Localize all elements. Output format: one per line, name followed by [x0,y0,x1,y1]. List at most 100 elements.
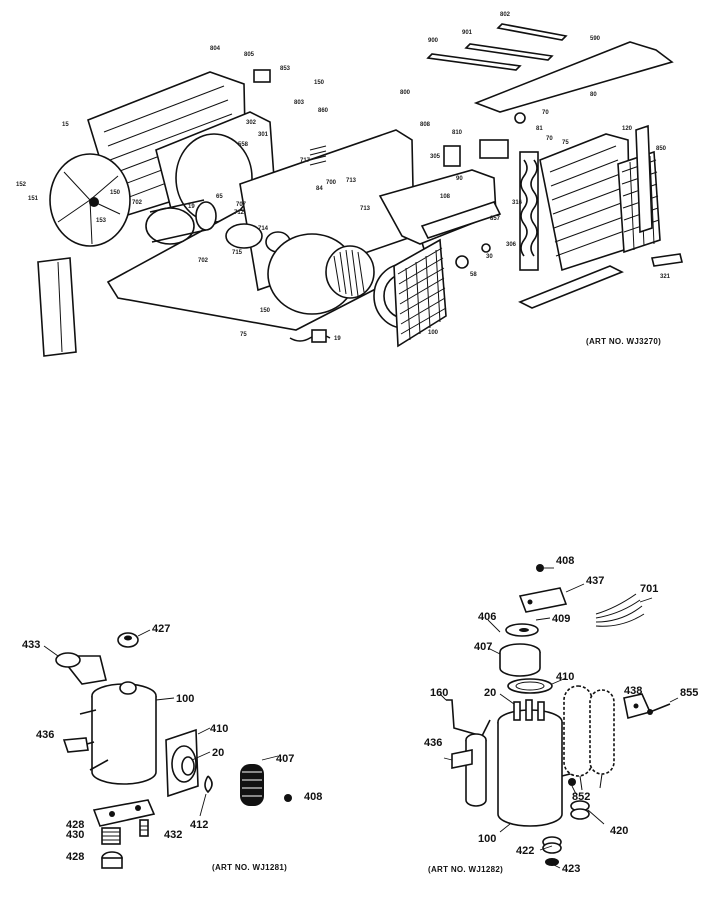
compressor-main [497,699,579,827]
grommet-427 [117,629,151,648]
art-number-left: (ART NO. WJ1281) [212,863,287,872]
side-bracket-right [635,124,653,234]
top-part-label: 800 [400,90,411,96]
top-part-label: 58 [470,272,477,278]
label-408-right: 408 [556,555,574,567]
leader-lines-right [439,567,653,869]
label-412: 412 [190,819,208,831]
clip-436 [62,737,89,753]
top-part-label: 808 [420,122,431,128]
partition-vent [309,145,327,166]
overload-protector-20 [181,751,211,776]
rail-901 [464,43,554,61]
art-number-right: (ART NO. WJ1282) [428,865,503,874]
top-part-label: 65 [216,194,223,200]
wire-harness-701 [595,593,645,627]
label-408: 408 [304,791,322,803]
terminal-cover-407 [499,643,541,677]
label-432: 432 [164,829,182,841]
top-part-label: 558 [238,142,249,148]
top-part-label: 702 [198,258,209,264]
top-part-label: 901 [462,30,473,36]
label-852: 852 [572,791,590,803]
label-407-right: 407 [474,641,492,653]
top-part-label: 714 [258,226,269,232]
leader-409 [535,617,551,621]
top-part-label: 713 [346,178,357,184]
label-855: 855 [680,687,698,699]
top-part-label: 302 [246,120,257,126]
top-part-label: 306 [506,242,517,248]
top-part-label: 713 [360,206,371,212]
insulation-block [479,139,509,159]
art-number-top: (ART NO. WJ3270) [586,337,661,346]
knob-50 [455,255,469,269]
label-428-plate: 428 [66,819,84,831]
compressor-shell [79,681,175,785]
blower-wheel [267,233,375,315]
drain-channel [518,265,624,309]
label-20: 20 [212,747,224,759]
top-part-label: 804 [210,46,221,52]
top-part-label: 19 [188,204,195,210]
top-part-label: 75 [562,140,569,146]
nut-423 [545,858,559,866]
capacitor-pair [563,685,615,791]
label-20-right: 20 [484,687,496,699]
label-410-right: 410 [556,671,574,683]
grommet-420 [570,800,590,820]
top-exploded-assembly: 8029019005908048058531508007080808803860… [16,12,683,357]
top-part-label: 860 [318,108,329,114]
top-part-label: 150 [260,308,271,314]
top-part-label: 81 [536,126,543,132]
top-part-label: 108 [440,194,451,200]
label-160: 160 [430,687,448,699]
top-part-label: 321 [660,274,671,280]
label-430: 430 [66,829,84,841]
top-part-label: 803 [294,100,305,106]
top-part-label: 805 [244,52,255,58]
accumulator-436 [451,733,487,807]
nut-852 [568,778,576,786]
label-436-right: 436 [424,737,442,749]
top-part-label: 853 [280,66,291,72]
top-part-label: 15 [62,122,69,128]
mounting-bracket-433 [43,645,107,685]
top-part-label: 30 [486,254,493,260]
bracket-321 [651,253,683,267]
top-part-label: 700 [326,180,337,186]
top-part-label: 810 [452,130,463,136]
grommet-422 [542,836,562,854]
top-part-label: 151 [28,196,39,202]
nut-408 [284,794,292,802]
label-420: 420 [610,825,628,837]
rail-900 [426,53,522,71]
label-701: 701 [640,583,658,595]
block-853 [253,69,271,83]
top-part-label: 150 [314,80,325,86]
bottom-right-compressor-assembly: 408 437 701 406 409 407 410 160 20 438 8… [424,555,698,875]
label-410: 410 [210,723,228,735]
top-part-label: 702 [132,200,143,206]
rail-802 [496,23,568,41]
bolt-432 [139,819,149,837]
top-part-label: 712 [234,210,245,216]
top-part-label: 707 [236,202,247,208]
top-part-label: 802 [500,12,511,18]
bracket-437 [518,587,568,613]
fan-motor [145,199,217,245]
gasket-410 [507,678,553,694]
grommet-428 [101,851,123,869]
label-407: 407 [276,753,294,765]
control-panel-strip [420,201,502,239]
top-part-label: 305 [430,154,441,160]
gasket-406 [505,623,539,637]
top-part-label: 70 [542,110,549,116]
clip-412 [204,775,213,794]
top-part-label: 150 [110,190,121,196]
label-438: 438 [624,685,642,697]
top-part-label: 316 [512,200,523,206]
top-cover-panel [473,41,674,113]
